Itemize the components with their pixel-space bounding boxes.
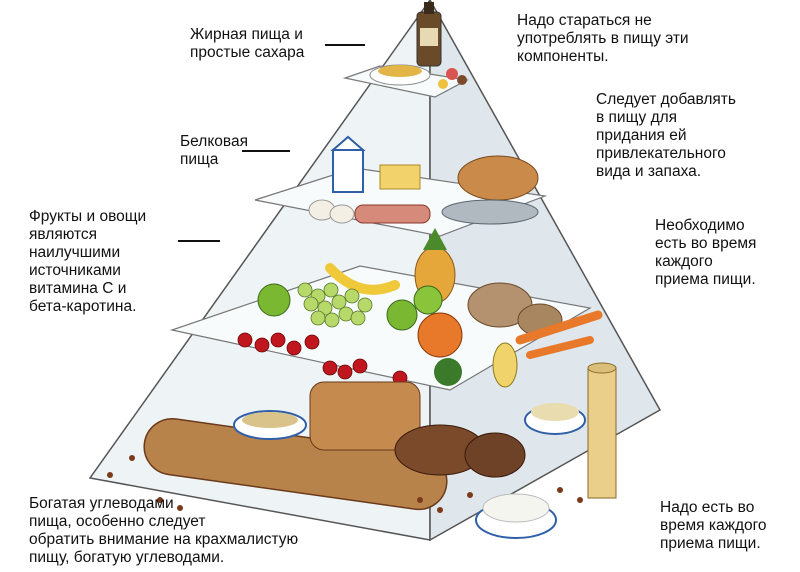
pasta <box>531 403 579 421</box>
carrot <box>526 336 594 359</box>
leader-line-fats-sugars <box>325 44 365 46</box>
eggs <box>329 204 355 224</box>
cereal <box>242 412 298 428</box>
fries <box>378 65 422 77</box>
leader-line-fruits-vegetables <box>178 240 220 242</box>
candy <box>457 75 467 85</box>
bacon <box>354 204 431 224</box>
apple <box>413 285 443 315</box>
baguette <box>143 417 448 511</box>
cheese <box>379 164 421 190</box>
corn <box>492 342 518 388</box>
bread-rolls <box>464 432 526 478</box>
advice-carbohydrates: Надо есть во время каждого приема пищи. <box>660 499 767 552</box>
spaghetti-sticks-top <box>587 362 617 374</box>
protein-foods <box>308 135 539 225</box>
carbohydrate-foods <box>143 362 617 539</box>
cherries <box>237 332 408 386</box>
banana <box>325 263 400 295</box>
fruits-vegetables-foods <box>237 228 603 388</box>
label-protein: Белковая пища <box>180 133 248 168</box>
roast-chicken <box>457 155 539 201</box>
fats-sugars-foods <box>369 2 467 89</box>
advice-fruits-vegetables: Необходимо есть во время каждого приема … <box>655 217 757 288</box>
beans <box>107 455 583 513</box>
candy <box>438 79 448 89</box>
orange <box>417 312 463 358</box>
broccoli <box>434 358 462 386</box>
milk-carton <box>332 149 364 193</box>
advice-fats-sugars: Надо стараться не употреблять в пищу эти… <box>517 12 689 65</box>
leader-line-protein <box>242 150 290 152</box>
pineapple-leaves <box>423 228 447 250</box>
grapes <box>297 282 373 328</box>
label-fruits-vegetables: Фрукты и овощи являются наилучшими источ… <box>29 208 147 315</box>
apple <box>257 283 291 317</box>
apple <box>386 299 418 331</box>
milk-carton-top <box>330 135 366 151</box>
candy <box>446 68 458 80</box>
rice <box>482 493 550 523</box>
bottle-label <box>420 28 438 46</box>
advice-protein: Следует добавлять в пищу для придания ей… <box>596 91 736 180</box>
label-carbohydrates: Богатая углеводами пища, особенно следуе… <box>29 495 299 566</box>
bread-loaf <box>309 381 421 451</box>
bottle-neck <box>424 2 434 14</box>
label-fats-sugars: Жирная пища и простые сахара <box>190 26 305 61</box>
fish <box>441 199 539 225</box>
spaghetti-sticks <box>587 367 617 499</box>
carrot <box>515 310 603 345</box>
